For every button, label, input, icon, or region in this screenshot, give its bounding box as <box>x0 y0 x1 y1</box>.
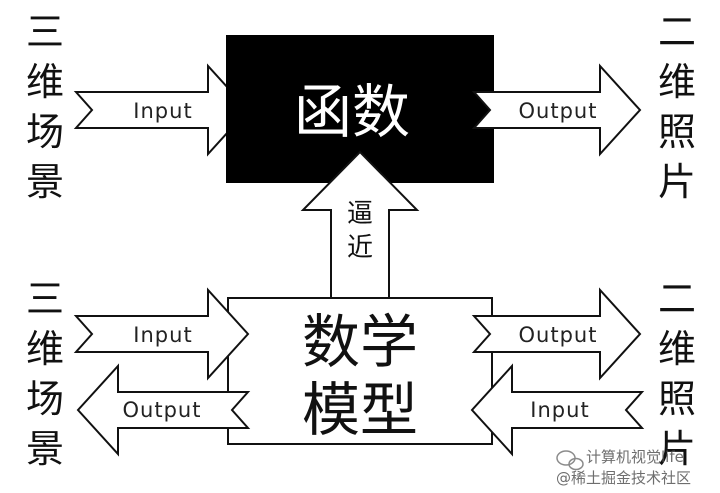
svg-text:景: 景 <box>26 160 64 204</box>
bottom-left-label: 三 维 场 景 <box>26 277 64 471</box>
approx-char-1: 逼 <box>347 199 373 229</box>
top-input-arrow: Input <box>73 63 250 157</box>
svg-text:片: 片 <box>658 160 696 204</box>
svg-text:三: 三 <box>26 277 64 321</box>
top-output-label: Output <box>519 99 598 123</box>
function-label: 函数 <box>294 78 410 146</box>
model-box: 数学 模型 <box>227 297 493 445</box>
watermark-line1: 计算机视觉life <box>586 448 684 466</box>
svg-text:三: 三 <box>26 10 64 54</box>
bottom-left-output-arrow: Output <box>76 363 251 457</box>
bottom-left-input-arrow: Input <box>73 287 250 381</box>
svg-text:维: 维 <box>26 327 64 371</box>
watermark-line2: @稀土掘金技术社区 <box>556 469 691 487</box>
svg-text:二: 二 <box>658 277 696 321</box>
bottom-right-output-arrow: Output <box>471 287 642 381</box>
bottom-right-label: 二 维 照 片 <box>658 277 696 471</box>
svg-text:景: 景 <box>26 427 64 471</box>
svg-text:维: 维 <box>26 60 64 104</box>
top-output-arrow: Output <box>471 63 642 157</box>
top-input-label: Input <box>133 99 192 123</box>
svg-text:场: 场 <box>26 377 64 421</box>
bottom-left-output-label: Output <box>123 398 202 422</box>
approx-char-2: 近 <box>347 233 373 263</box>
svg-text:照: 照 <box>658 110 696 154</box>
bottom-right-input-arrow: Input <box>470 363 645 457</box>
bottom-left-input-label: Input <box>133 323 192 347</box>
top-right-label: 二 维 照 片 <box>658 10 696 204</box>
bottom-right-input-label: Input <box>530 398 589 422</box>
bottom-right-output-label: Output <box>519 323 598 347</box>
svg-text:场: 场 <box>26 110 64 154</box>
watermark: 计算机视觉life @稀土掘金技术社区 <box>556 448 691 487</box>
svg-text:维: 维 <box>658 327 696 371</box>
approximate-up-arrow: 逼 近 <box>300 150 420 301</box>
svg-text:维: 维 <box>658 60 696 104</box>
model-label-line2: 模型 <box>302 376 418 444</box>
top-left-label: 三 维 场 景 <box>26 10 64 204</box>
wechat-icon <box>556 450 584 471</box>
svg-text:二: 二 <box>658 10 696 54</box>
svg-text:片: 片 <box>658 427 696 471</box>
svg-text:照: 照 <box>658 377 696 421</box>
model-label-line1: 数学 <box>302 308 418 376</box>
